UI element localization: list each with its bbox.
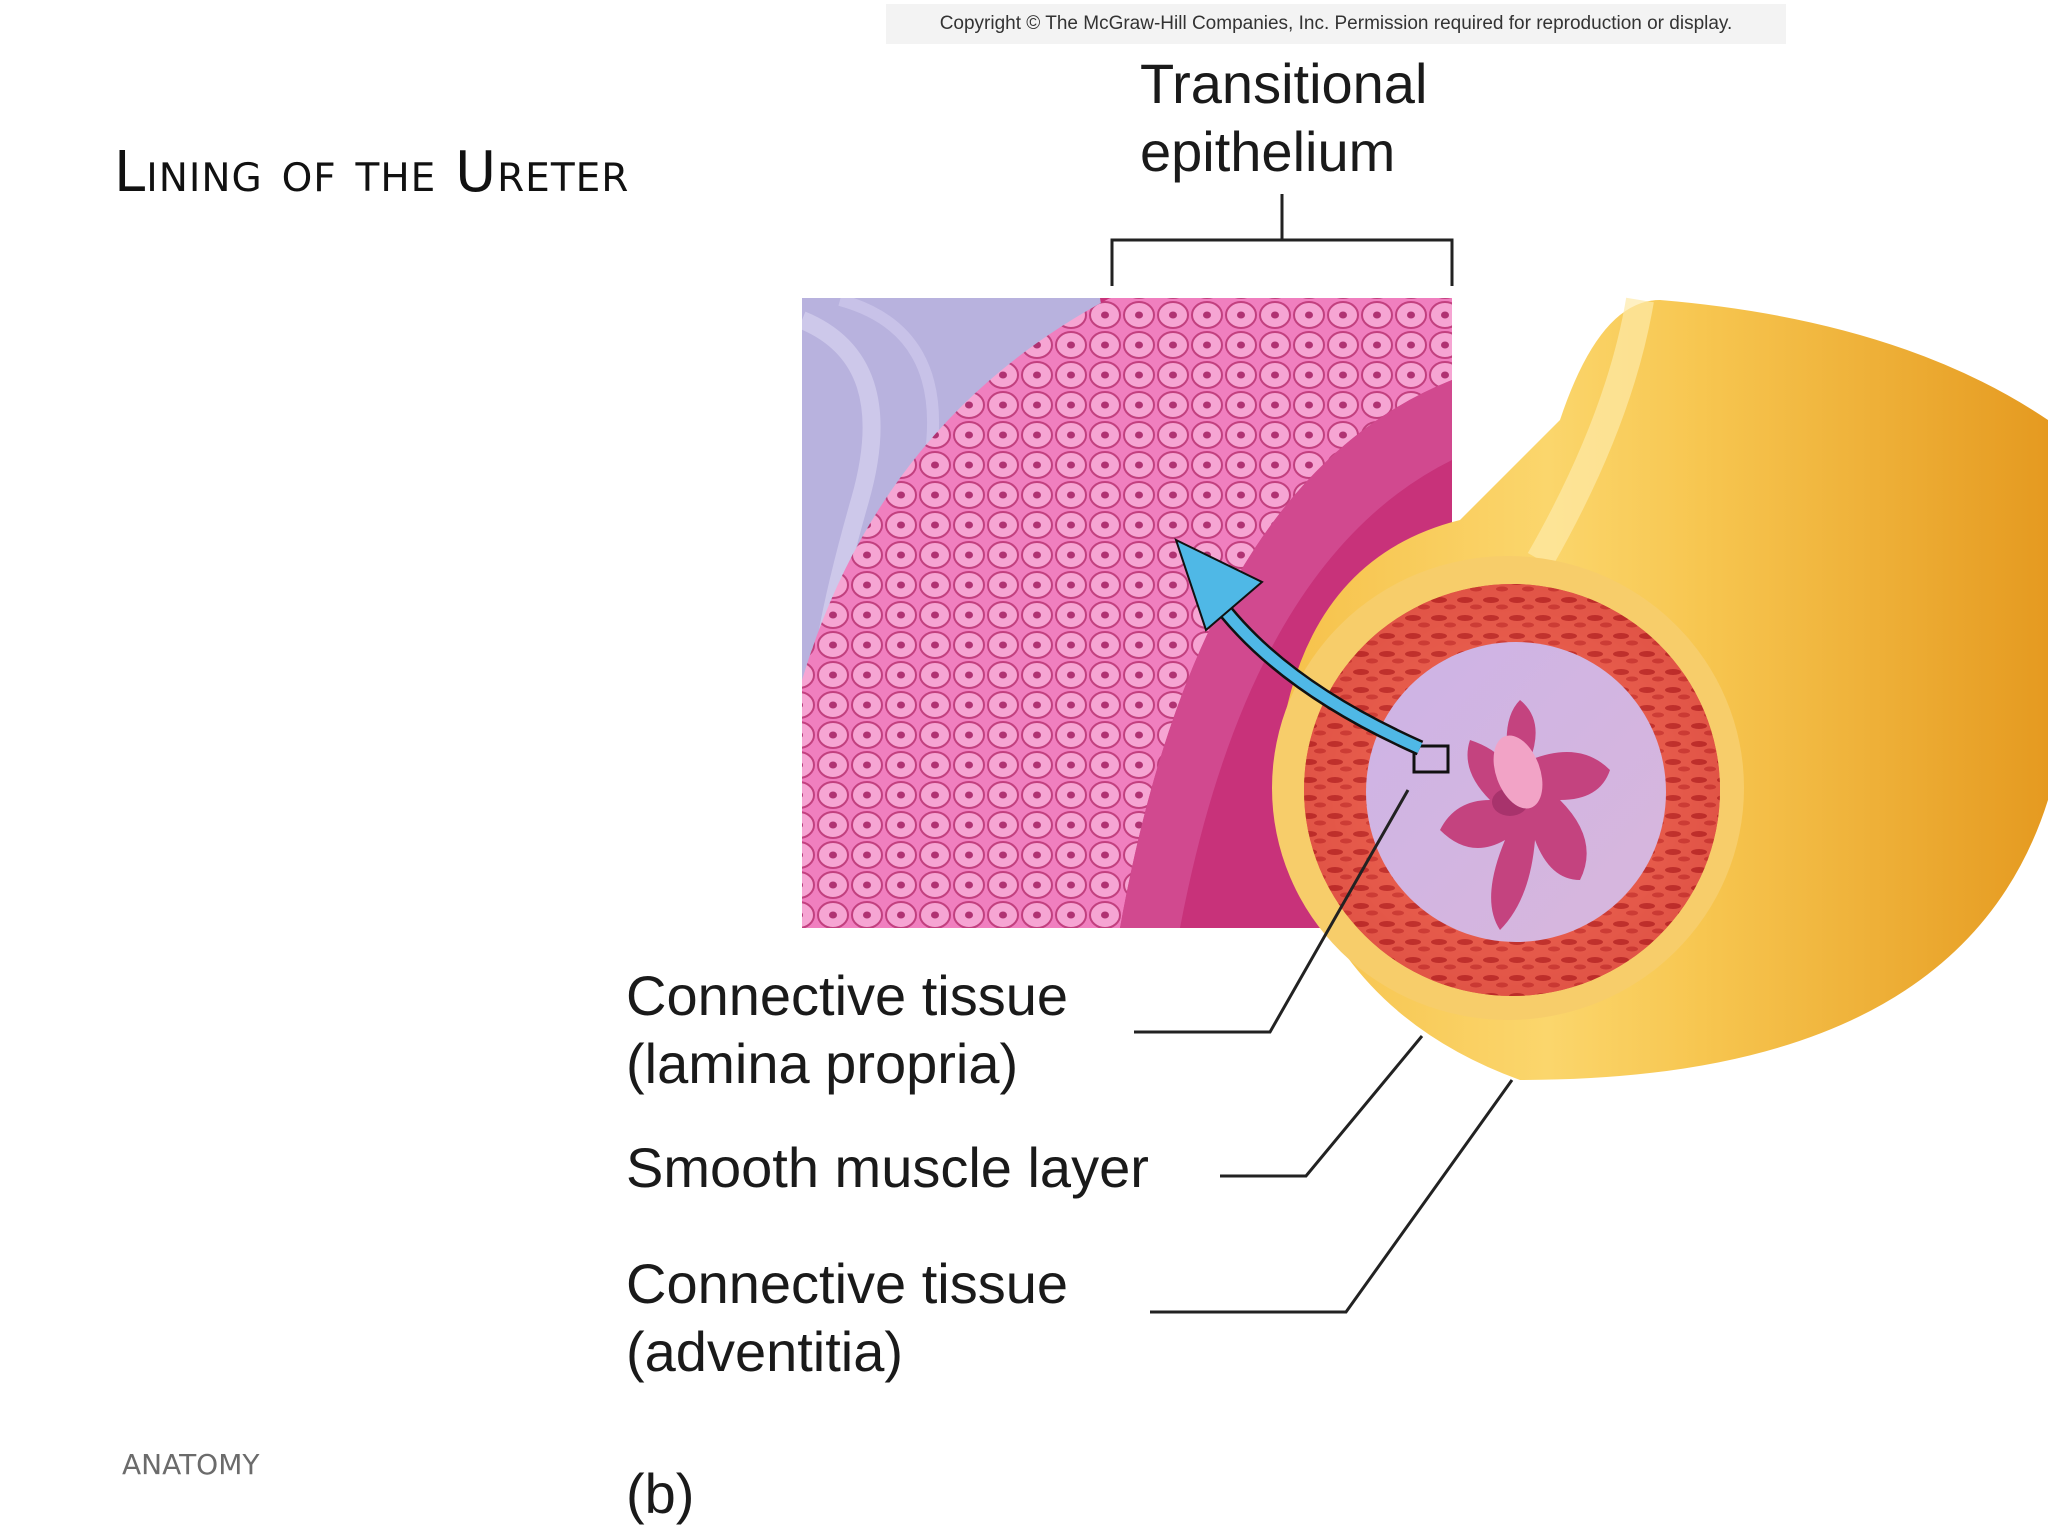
leader-smooth-muscle xyxy=(1220,1035,1424,1178)
label-smooth-muscle: Smooth muscle layer xyxy=(626,1134,1149,1202)
leader-lamina-propria xyxy=(1134,789,1410,1034)
label-transitional-epithelium: Transitional epithelium xyxy=(1140,50,1427,186)
copyright-notice: Copyright © The McGraw-Hill Companies, I… xyxy=(886,4,1786,44)
label-adventitia-line2: (adventitia) xyxy=(626,1320,904,1383)
leader-adventitia xyxy=(1150,1079,1514,1314)
label-lamina-line2: (lamina propria) xyxy=(626,1032,1019,1095)
label-transitional-line1: Transitional xyxy=(1140,52,1428,115)
ureter-cross-section xyxy=(1272,556,1744,1020)
label-adventitia-line1: Connective tissue xyxy=(626,1252,1069,1315)
footer-text: ANATOMY xyxy=(122,1448,260,1481)
label-lamina-propria: Connective tissue (lamina propria) xyxy=(626,962,1068,1098)
label-lamina-line1: Connective tissue xyxy=(626,964,1069,1027)
slide-title: Lining of the Ureter xyxy=(114,140,630,205)
leader-lines xyxy=(1134,789,1514,1314)
transitional-bracket xyxy=(1110,194,1454,286)
panel-label: (b) xyxy=(626,1462,695,1525)
label-smooth-muscle-text: Smooth muscle layer xyxy=(626,1136,1149,1199)
label-transitional-line2: epithelium xyxy=(1140,120,1396,183)
label-adventitia: Connective tissue (adventitia) xyxy=(626,1250,1068,1386)
magnification-arrow xyxy=(1174,538,1450,774)
